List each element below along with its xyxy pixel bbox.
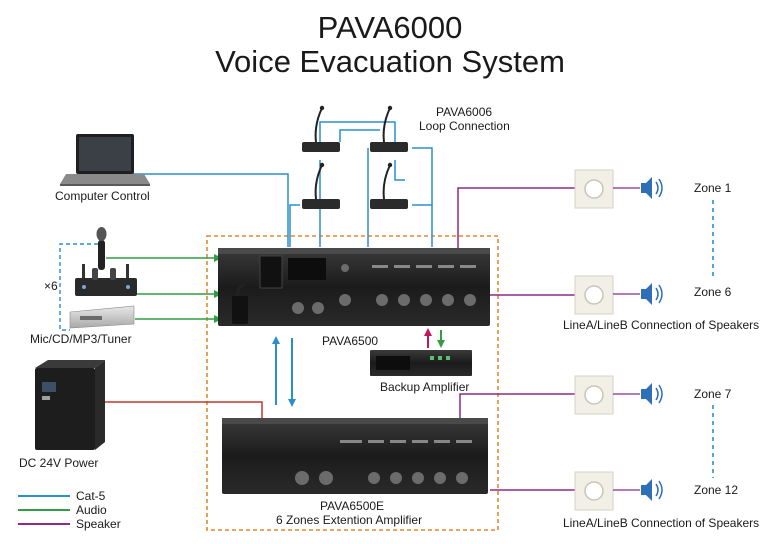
pava6500-label: PAVA6500 xyxy=(322,334,379,348)
speaker-icon xyxy=(641,283,663,305)
computer-cat5-line xyxy=(133,173,289,247)
speakers-connection-label-1: LineA/LineB Connection of Speakers xyxy=(563,318,760,332)
sources-label: Mic/CD/MP3/Tuner xyxy=(30,332,132,346)
speakers-connection-label-2: LineA/LineB Connection of Speakers xyxy=(563,516,760,530)
handheld-mic-icon xyxy=(96,227,107,270)
pava6006-label: PAVA6006 xyxy=(436,105,493,119)
legend-label-audio: Audio xyxy=(76,503,107,517)
paging-console-icon xyxy=(302,162,340,209)
zone-1-label: Zone 1 xyxy=(694,181,732,195)
system-boundary-box xyxy=(206,235,499,531)
laptop-icon xyxy=(60,134,150,186)
times-six-label: ×6 xyxy=(44,279,58,293)
legend-label-speaker: Speaker xyxy=(76,517,121,531)
pava6500-unit xyxy=(218,248,490,326)
title-line-1: PAVA6000 xyxy=(317,10,463,45)
pava6500e-unit xyxy=(222,418,488,494)
paging-console-icon xyxy=(370,162,408,209)
dc-power-label: DC 24V Power xyxy=(19,456,99,470)
zone-7-label: Zone 7 xyxy=(694,387,732,401)
loop-connection-label: Loop Connection xyxy=(419,119,510,133)
paging-console-icon xyxy=(302,105,340,152)
pava6500e-label: PAVA6500E xyxy=(320,499,385,513)
volume-controller-icon xyxy=(574,275,614,315)
zone-6-label: Zone 6 xyxy=(694,285,732,299)
speaker-icon xyxy=(641,383,663,405)
wireless-receiver-icon xyxy=(75,264,137,296)
extension-amp-label: 6 Zones Extention Amplifier xyxy=(276,513,423,527)
backup-amplifier-label: Backup Amplifier xyxy=(380,380,470,394)
zone-12-label: Zone 12 xyxy=(694,483,739,497)
cat5-link-lines xyxy=(272,336,296,407)
speaker-icon xyxy=(641,479,663,501)
computer-control-label: Computer Control xyxy=(55,189,150,203)
power-line xyxy=(95,401,263,420)
volume-controller-icon xyxy=(574,169,614,209)
paging-console-icon xyxy=(370,105,408,152)
volume-controller-icon xyxy=(574,471,614,511)
speaker-icon xyxy=(641,177,663,199)
speaker-stub-lines xyxy=(613,187,640,491)
backup-amplifier-unit xyxy=(370,350,472,376)
times-six-bracket xyxy=(59,243,98,331)
audio-lines xyxy=(106,254,222,323)
title-line-2: Voice Evacuation System xyxy=(215,44,565,79)
cat5-loop-lines xyxy=(289,121,433,247)
volume-controller-icon xyxy=(574,375,614,415)
ups-power-icon xyxy=(35,360,105,450)
cd-player-icon xyxy=(69,305,135,329)
legend-label-cat5: Cat-5 xyxy=(76,489,106,503)
